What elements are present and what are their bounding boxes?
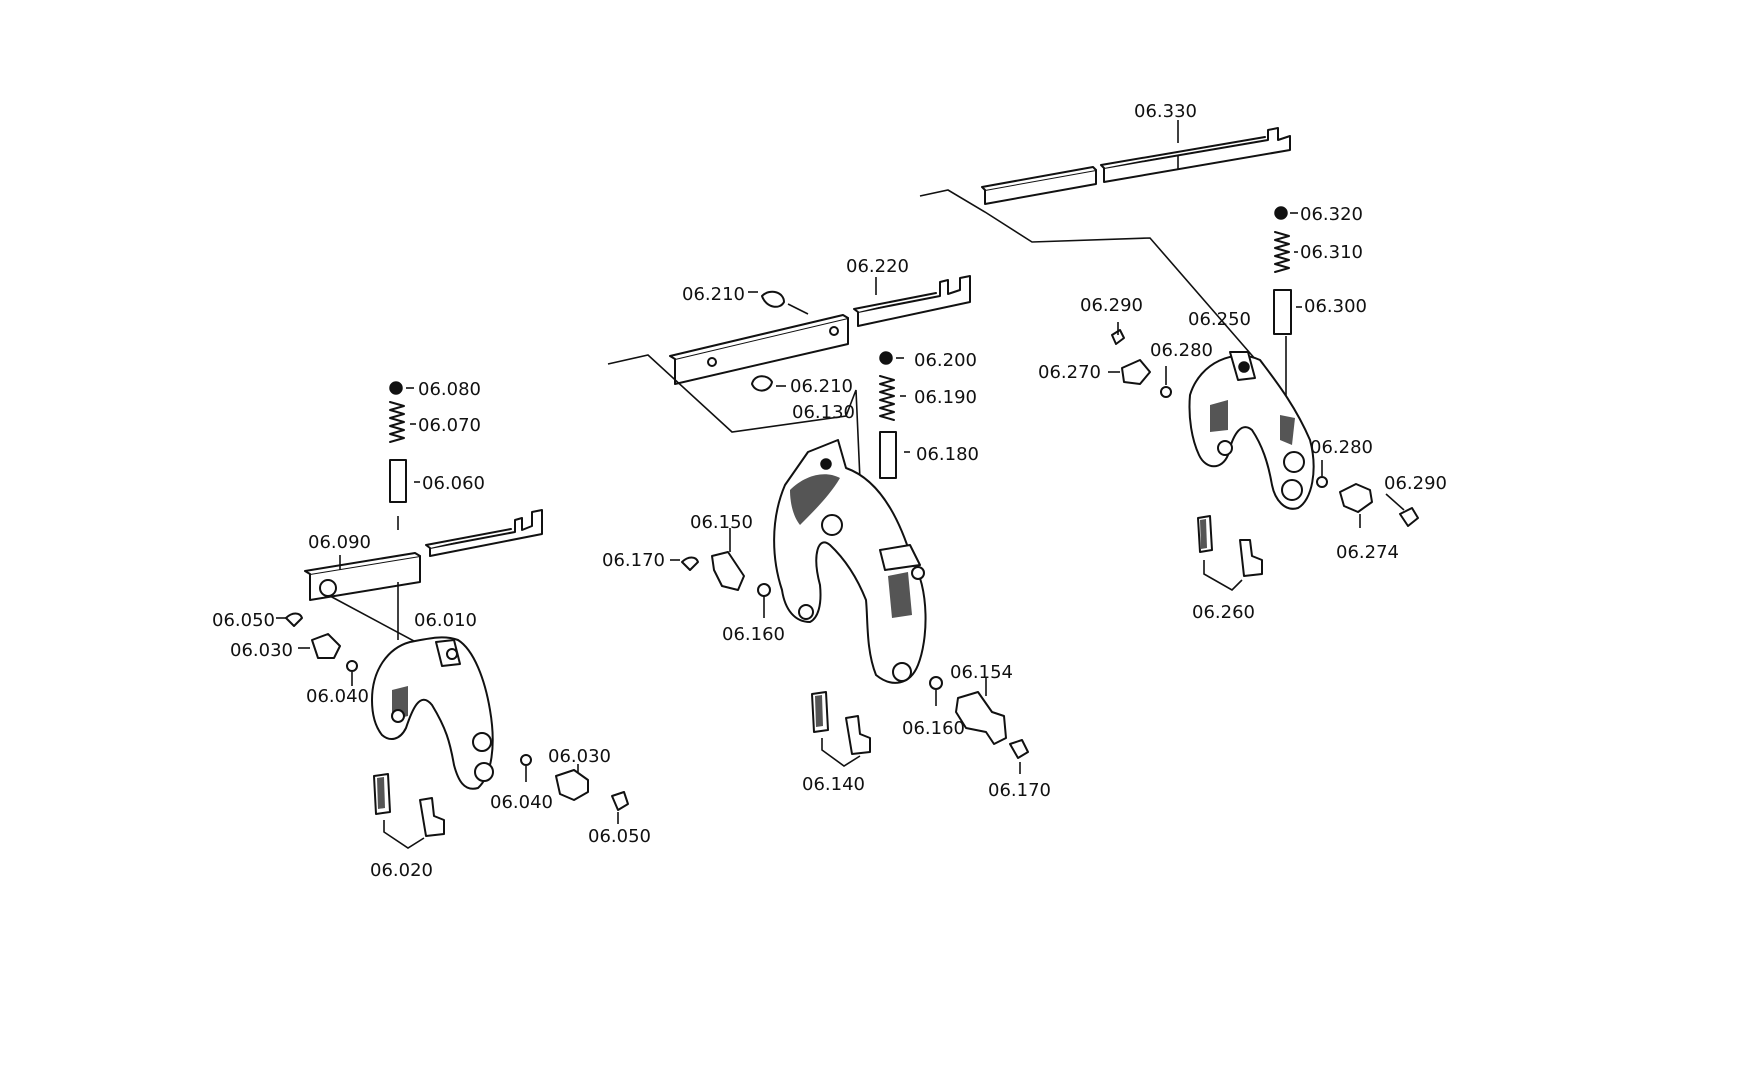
label-06-020[interactable]: 06.020 (370, 860, 433, 881)
part-labels: 06.330 06.320 06.310 06.300 06.290 06.25… (212, 101, 1447, 881)
label-06-180[interactable]: 06.180 (916, 444, 979, 465)
label-06-050-b[interactable]: 06.050 (588, 826, 651, 847)
pin-06-300 (1273, 289, 1292, 335)
screw-06-050-a (285, 612, 303, 627)
label-06-170-b[interactable]: 06.170 (988, 780, 1051, 801)
label-06-200[interactable]: 06.200 (914, 350, 977, 371)
shift-fork-06-130 (773, 439, 927, 684)
screw-06-170-a (681, 556, 699, 571)
washer-06-040-a (346, 660, 358, 672)
plug-06-210-b (751, 375, 773, 392)
label-06-160-b[interactable]: 06.160 (902, 718, 965, 739)
label-06-090[interactable]: 06.090 (308, 532, 371, 553)
label-06-130[interactable]: 06.130 (792, 402, 855, 423)
washer-06-040-b (520, 754, 532, 766)
pin-06-060 (389, 459, 407, 503)
label-06-010[interactable]: 06.010 (414, 610, 477, 631)
label-06-154[interactable]: 06.154 (950, 662, 1013, 683)
label-06-320[interactable]: 06.320 (1300, 204, 1363, 225)
ball-06-320 (1274, 206, 1288, 220)
label-06-030-b[interactable]: 06.030 (548, 746, 611, 767)
middle-assembly (607, 275, 1029, 774)
label-06-080[interactable]: 06.080 (418, 379, 481, 400)
label-06-150[interactable]: 06.150 (690, 512, 753, 533)
clamp-06-274 (1339, 483, 1373, 513)
label-06-040-a[interactable]: 06.040 (306, 686, 369, 707)
screw-06-170-b (1009, 739, 1029, 759)
screw-06-290-b (1399, 507, 1419, 527)
label-06-040-b[interactable]: 06.040 (490, 792, 553, 813)
label-06-050-a[interactable]: 06.050 (212, 610, 275, 631)
left-assembly (276, 381, 629, 849)
ball-06-200 (879, 351, 893, 365)
shift-rail-06-330 (981, 127, 1291, 205)
label-06-290-b[interactable]: 06.290 (1384, 473, 1447, 494)
washer-06-160-b (929, 676, 943, 690)
screw-06-050-b (611, 791, 629, 811)
label-06-060[interactable]: 06.060 (422, 473, 485, 494)
shift-fork-06-010 (371, 636, 494, 790)
shift-fork-06-250 (1188, 351, 1315, 510)
label-06-210-a[interactable]: 06.210 (682, 284, 745, 305)
label-06-290-a[interactable]: 06.290 (1080, 295, 1143, 316)
label-06-274[interactable]: 06.274 (1336, 542, 1399, 563)
shift-pads-06-140 (811, 691, 871, 767)
label-06-140[interactable]: 06.140 (802, 774, 865, 795)
plug-06-210-a (761, 290, 785, 308)
ball-06-080 (389, 381, 403, 395)
label-06-160-a[interactable]: 06.160 (722, 624, 785, 645)
label-06-280-b[interactable]: 06.280 (1310, 437, 1373, 458)
washer-06-160-a (757, 583, 771, 597)
clamp-06-030-a (311, 633, 341, 659)
label-06-170-a[interactable]: 06.170 (602, 550, 665, 571)
label-06-220[interactable]: 06.220 (846, 256, 909, 277)
clamp-06-270 (1121, 359, 1151, 385)
shift-rail-06-220 (669, 275, 971, 385)
label-06-310[interactable]: 06.310 (1300, 242, 1363, 263)
spring-06-070 (389, 401, 405, 443)
washer-06-280-b (1316, 476, 1328, 488)
pin-06-180 (879, 431, 897, 479)
spring-06-190 (879, 375, 895, 421)
right-assembly (919, 120, 1419, 591)
clamp-06-150 (711, 551, 745, 591)
label-06-210-b[interactable]: 06.210 (790, 376, 853, 397)
label-06-070[interactable]: 06.070 (418, 415, 481, 436)
label-06-330[interactable]: 06.330 (1134, 101, 1197, 122)
spring-06-310 (1274, 231, 1290, 273)
label-06-260[interactable]: 06.260 (1192, 602, 1255, 623)
shift-pads-06-020 (373, 773, 445, 849)
label-06-280-a[interactable]: 06.280 (1150, 340, 1213, 361)
label-06-250[interactable]: 06.250 (1188, 309, 1251, 330)
clamp-06-030-b (555, 769, 589, 801)
clamp-06-154 (955, 691, 1007, 745)
washer-06-280-a (1160, 386, 1172, 398)
label-06-030-a[interactable]: 06.030 (230, 640, 293, 661)
label-06-190[interactable]: 06.190 (914, 387, 977, 408)
shift-pads-06-260 (1197, 515, 1263, 591)
label-06-270[interactable]: 06.270 (1038, 362, 1101, 383)
label-06-300[interactable]: 06.300 (1304, 296, 1367, 317)
shift-rail-06-090 (304, 509, 543, 601)
